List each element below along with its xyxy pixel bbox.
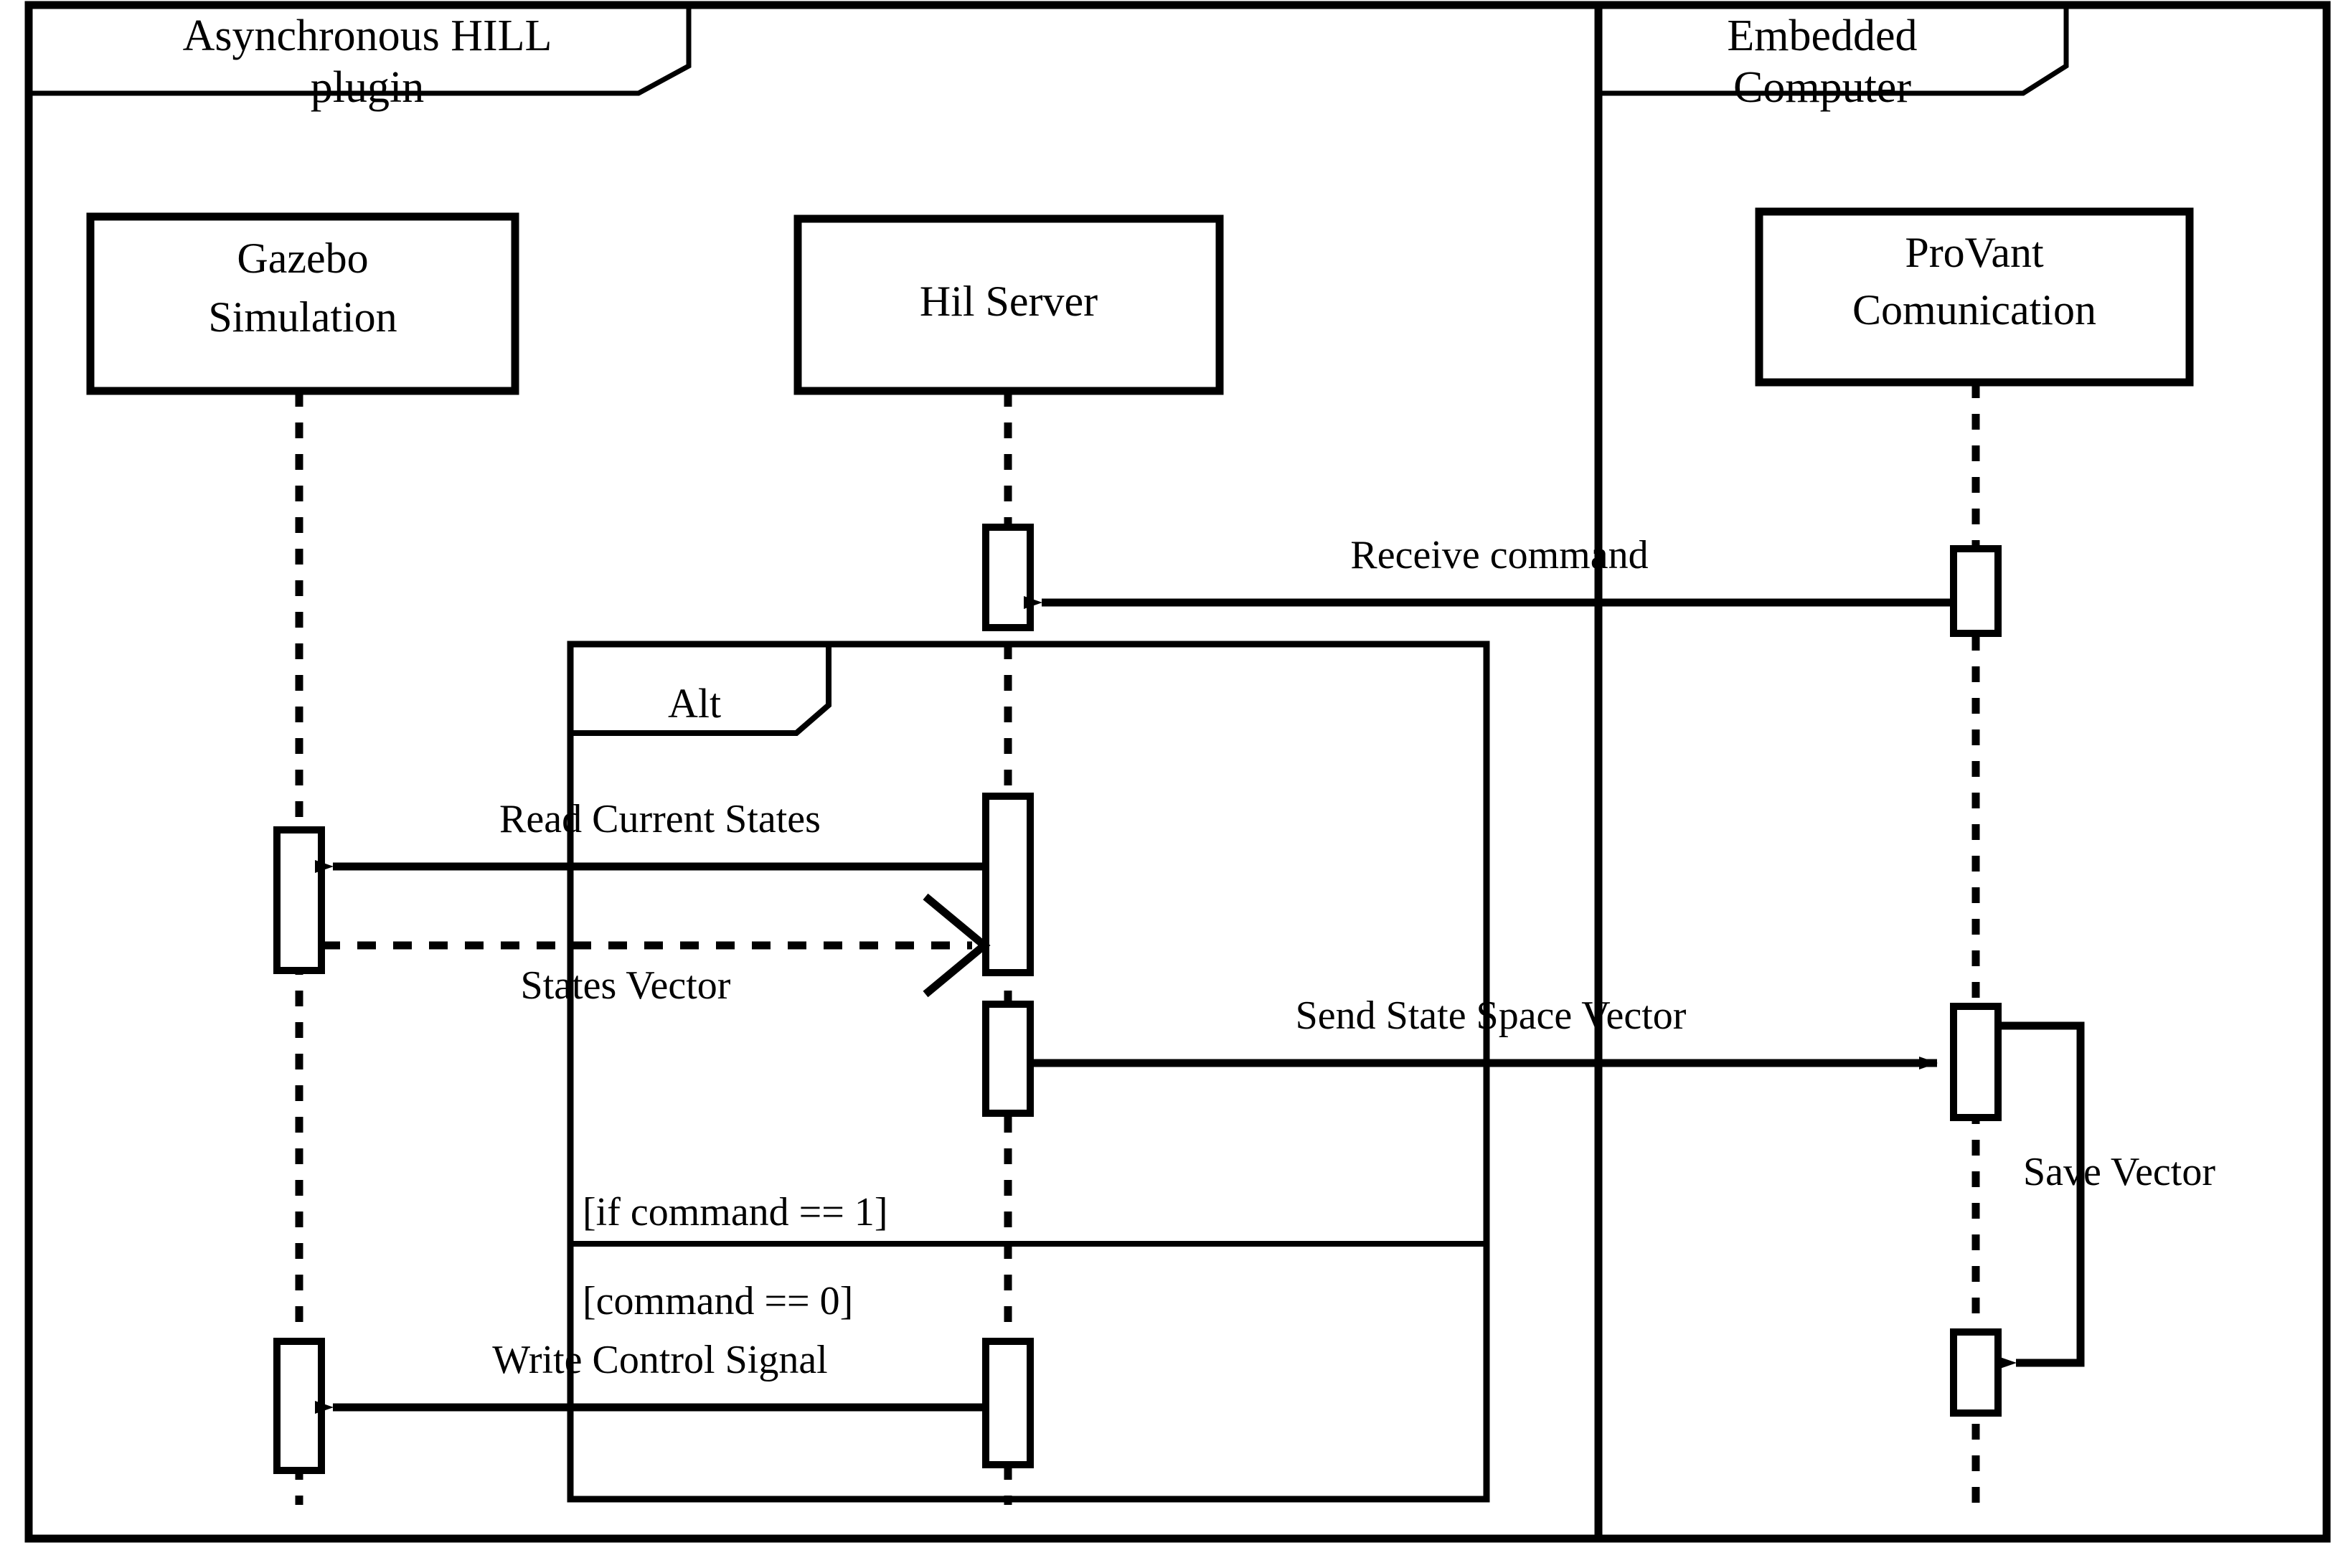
message-read-current-states-label: Read Current States [499, 797, 821, 841]
left-frame-label-line1: Asynchronous HILL [183, 11, 552, 60]
activation-gazebo-1 [273, 826, 325, 974]
message-read-current-states[interactable]: Read Current States [315, 797, 986, 873]
left-frame-label-line2: plugin [311, 63, 424, 112]
message-receive-command[interactable]: Receive command [1024, 533, 1954, 609]
activation-hil-server-3 [982, 1001, 1034, 1117]
message-write-control-signal[interactable]: Write Control Signal [315, 1338, 986, 1414]
activation-hil-server-1 [982, 524, 1034, 631]
lifeline-head-gazebo-line2: Simulation [208, 293, 397, 341]
lifeline-head-hil-server[interactable]: Hil Server [793, 214, 1224, 395]
activation-hil-server-2 [982, 793, 1034, 976]
activation-provant-1 [1950, 545, 2002, 637]
message-save-vector-line [1998, 1021, 2085, 1369]
right-frame: Embedded Computer [1594, 1, 2331, 1543]
lifeline-head-hil-server-box [793, 214, 1224, 395]
activation-gazebo-2 [273, 1338, 325, 1474]
alt-guard-command-0: [command == 0] [583, 1279, 853, 1323]
message-receive-command-label: Receive command [1350, 533, 1648, 577]
alt-guard-command-1: [if command == 1] [583, 1190, 888, 1234]
alt-fragment[interactable]: Alt [if command == 1] [command == 0] [567, 641, 1490, 1503]
message-send-state-space-vector-label: Send State Space Vector [1296, 993, 1687, 1038]
lifeline-head-provant-line2: Comunication [1852, 286, 2096, 334]
lifeline-head-provant-line1: ProVant [1905, 229, 2044, 276]
message-states-vector[interactable]: States Vector [321, 893, 991, 1008]
right-frame-label-line1: Embedded [1727, 11, 1917, 60]
lifeline-head-gazebo-box [86, 212, 519, 395]
message-save-vector-label: Save Vector [2023, 1150, 2215, 1194]
lifeline-head-gazebo[interactable]: Gazebo Simulation [86, 212, 519, 395]
right-frame-label-line2: Computer [1733, 63, 1911, 112]
left-frame-label-tab [26, 2, 692, 96]
lifeline-head-provant[interactable]: ProVant Comunication [1755, 207, 2194, 387]
lifeline-head-provant-box [1755, 207, 2194, 387]
lifeline-head-gazebo-line1: Gazebo [237, 235, 368, 282]
message-states-vector-arrowhead [923, 893, 991, 998]
right-frame-label-tab [1596, 2, 2069, 96]
message-send-state-space-vector[interactable]: Send State Space Vector [1030, 993, 1938, 1069]
message-write-control-signal-label: Write Control Signal [492, 1338, 827, 1382]
activation-hil-server-4 [982, 1338, 1034, 1468]
message-save-vector[interactable]: Save Vector [1998, 1021, 2215, 1369]
message-states-vector-label: States Vector [521, 963, 731, 1008]
alt-fragment-border [567, 641, 1490, 1503]
lifeline-head-hil-server-line1: Hil Server [920, 278, 1098, 325]
activation-provant-3 [1950, 1328, 2002, 1417]
alt-fragment-operator-tab [570, 641, 831, 736]
alt-fragment-operator-label: Alt [668, 680, 721, 727]
activation-provant-2 [1950, 1003, 2002, 1121]
